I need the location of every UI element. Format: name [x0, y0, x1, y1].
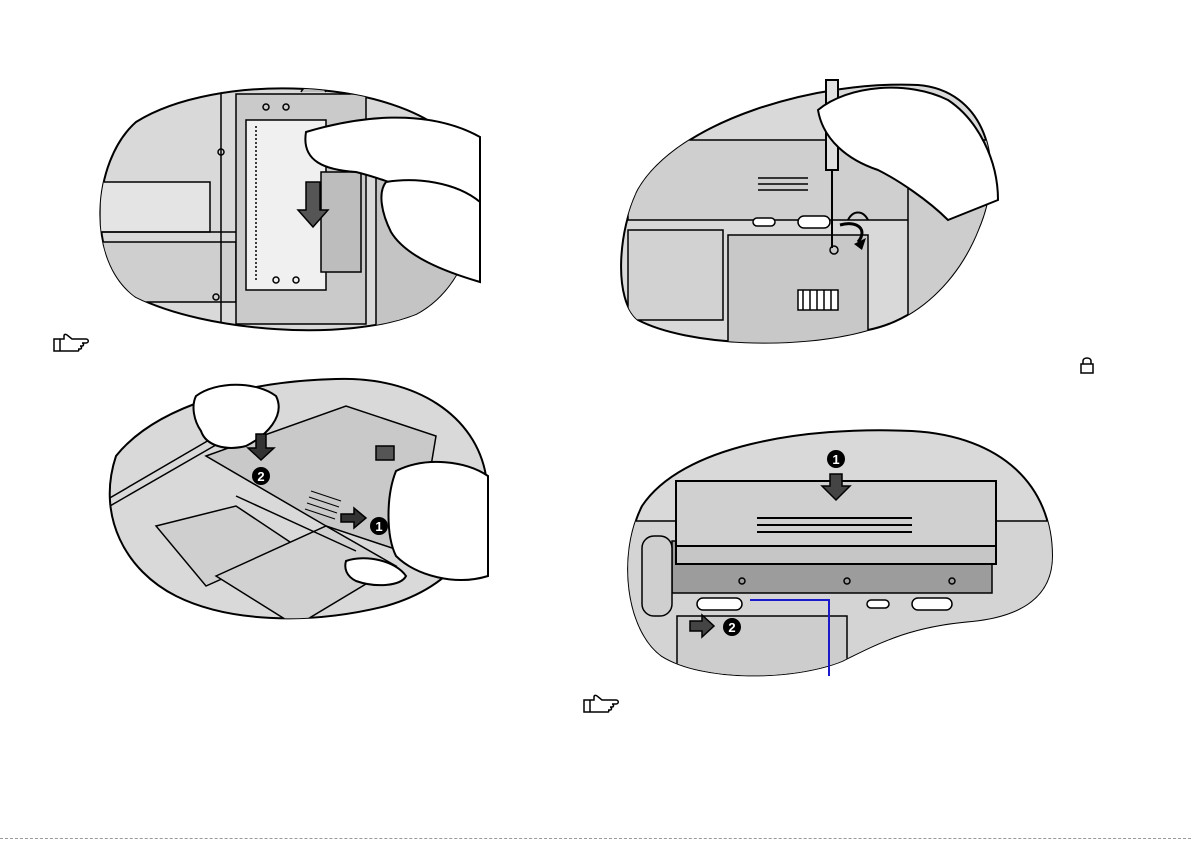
step-badge: 2 [257, 469, 264, 484]
pointing-hand-note-icon [52, 333, 92, 353]
step-badge: 1 [375, 519, 382, 534]
lock-icon [1079, 356, 1095, 374]
step-badge: 2 [728, 620, 735, 635]
page-bottom-rule [0, 838, 1191, 839]
figure-screw-removal [618, 80, 998, 348]
figure-memory-module-insertion [96, 82, 480, 330]
figure-memory-cover-replacement: 2 1 [96, 376, 488, 624]
callout-line [750, 598, 840, 678]
pointing-hand-note-icon [582, 694, 622, 714]
step-badge: 1 [832, 452, 839, 467]
